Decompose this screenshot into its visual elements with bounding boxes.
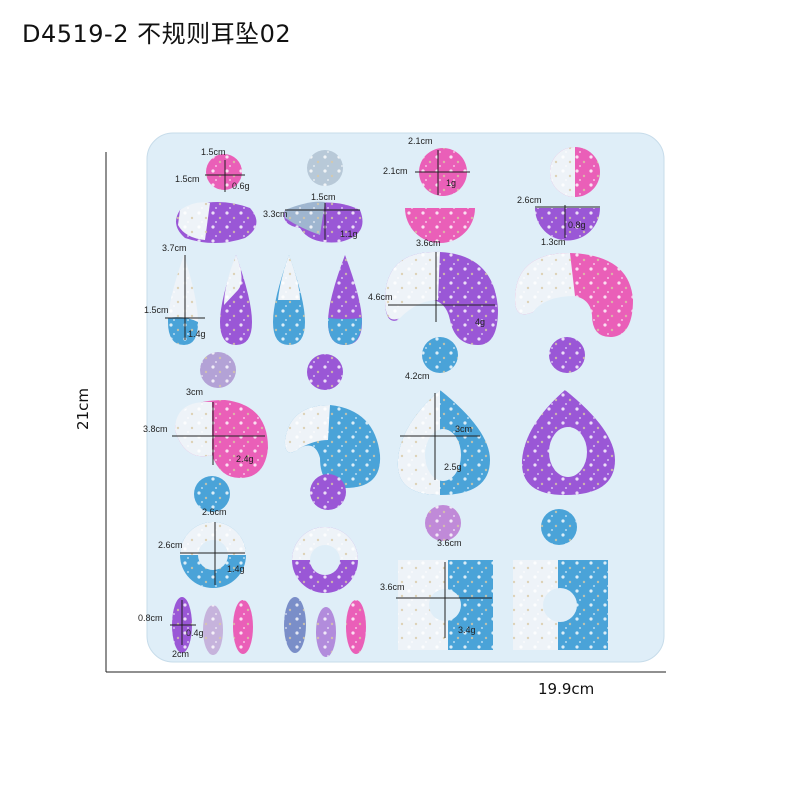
label-ring-w: 2.6cm [202, 507, 227, 517]
label-circle2-weight: 1g [446, 178, 456, 188]
blob-cavity-2 [284, 405, 381, 488]
label-circle1-h: 1.5cm [175, 174, 200, 184]
label-hook-w: 4.6cm [368, 292, 393, 302]
small-circle-5 [194, 476, 230, 512]
circle-cavity-4 [550, 147, 600, 197]
label-blob-weight: 2.4g [236, 454, 254, 464]
label-half-weight: 0.8g [568, 220, 586, 230]
label-hook-weight: 4g [475, 317, 485, 327]
label-circle1-w: 1.5cm [201, 147, 226, 157]
label-ring-h: 2.6cm [158, 540, 183, 550]
label-drop-weight: 1.4g [188, 329, 206, 339]
label-half-h: 1.3cm [541, 237, 566, 247]
ring-cavity-2 [292, 527, 358, 593]
label-blob-h: 3.8cm [143, 424, 168, 434]
label-leaf-w: 0.8cm [138, 613, 163, 623]
label-hook-h: 3.6cm [416, 238, 441, 248]
label-circle2-h: 2.1cm [383, 166, 408, 176]
leaf-cavity-4 [284, 597, 306, 653]
leaf-cavity-5 [316, 607, 336, 657]
hook-cavity-1 [385, 251, 498, 345]
hook-cavity-2 [515, 253, 633, 338]
small-circle-3 [422, 337, 458, 373]
square-cavity-2 [513, 560, 608, 650]
small-circle-6 [310, 474, 346, 510]
teardrop-cavity-3 [273, 255, 305, 345]
half-circle-cavity-2 [535, 208, 600, 241]
label-bean-w: 3.3cm [263, 209, 288, 219]
product-title: D4519-2 不规则耳坠02 [22, 20, 292, 48]
leaf-cavity-3 [233, 600, 253, 654]
bean-cavity-1 [176, 201, 257, 243]
label-square-weight: 3.4g [458, 625, 476, 635]
label-bean-h: 1.5cm [311, 192, 336, 202]
label-circle1-weight: 0.6g [232, 181, 250, 191]
small-circle-7 [425, 505, 461, 541]
label-blob-w: 3cm [186, 387, 203, 397]
circle-cavity-1 [206, 154, 242, 190]
label-square-h: 3.6cm [380, 582, 405, 592]
half-circle-cavity-1 [405, 208, 475, 243]
small-circle-1 [200, 352, 236, 388]
small-circle-8 [541, 509, 577, 545]
measure-lines [165, 150, 600, 645]
label-bean-weight: 1.1g [340, 229, 358, 239]
ring-drop-cavity-2 [521, 390, 615, 495]
circle-cavity-2 [307, 150, 343, 186]
label-leaf-weight: 0.4g [186, 628, 204, 638]
label-circle2-w: 2.1cm [408, 136, 433, 146]
label-drop-w: 1.5cm [144, 305, 169, 315]
small-circle-2 [307, 354, 343, 390]
blob-cavity-1 [175, 400, 268, 478]
label-ringdrop-weight: 2.5g [444, 462, 462, 472]
teardrop-cavity-1 [168, 255, 198, 345]
label-half-w: 2.6cm [517, 195, 542, 205]
label-ringdrop-h: 4.2cm [405, 371, 430, 381]
label-square-w: 3.6cm [437, 538, 462, 548]
label-ringdrop-w: 3cm [455, 424, 472, 434]
teardrop-cavity-2 [220, 255, 252, 345]
label-drop-h: 3.7cm [162, 243, 187, 253]
leaf-cavity-2 [203, 605, 223, 655]
teardrop-cavity-4 [328, 255, 362, 345]
height-dimension-label: 21cm [73, 388, 92, 430]
label-ring-weight: 1.4g [227, 564, 245, 574]
ring-drop-cavity-1 [397, 390, 490, 495]
small-circle-4 [549, 337, 585, 373]
width-dimension-label: 19.9cm [538, 680, 595, 698]
label-leaf-h: 2cm [172, 649, 189, 659]
leaf-cavity-6 [346, 600, 366, 654]
ring-cavity-1 [180, 522, 246, 588]
